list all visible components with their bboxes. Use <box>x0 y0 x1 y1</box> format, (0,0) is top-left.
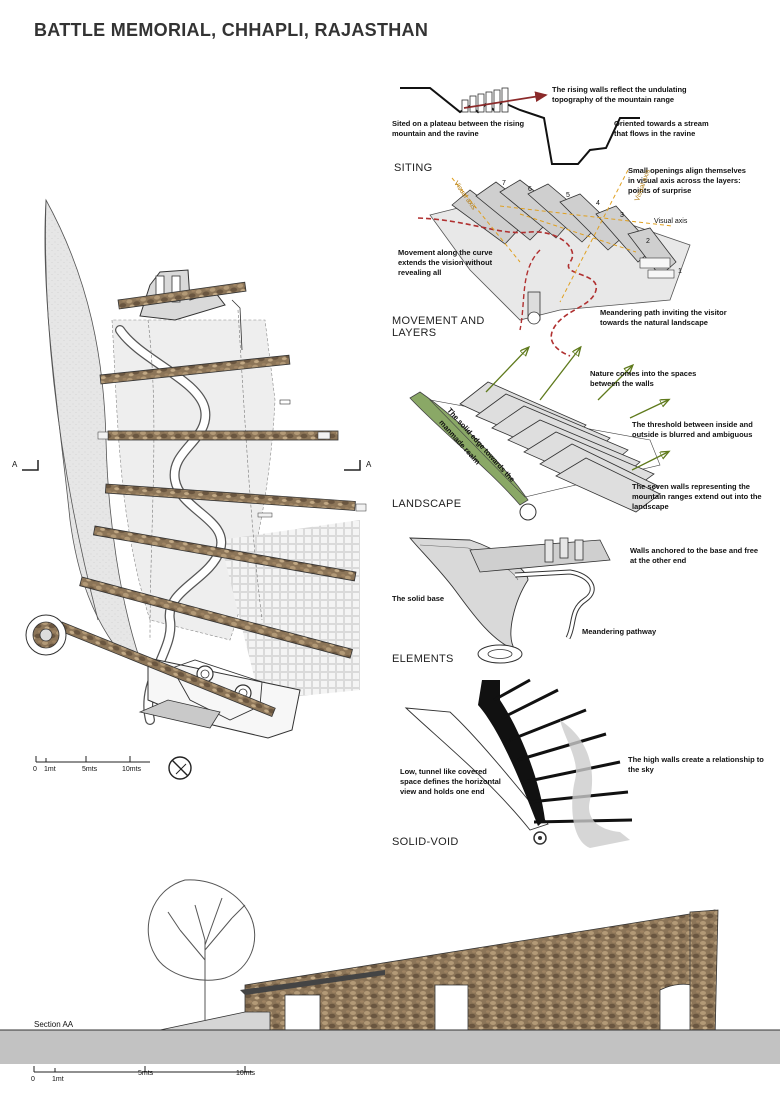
ann-meander-path-2: towards the natural landscape <box>600 318 708 327</box>
section-aa <box>0 879 780 1064</box>
ann-movement-curve-3: revealing all <box>398 268 442 277</box>
ann-small-openings-3: points of surprise <box>628 186 692 195</box>
layer-number-7: 7 <box>502 180 506 187</box>
section-scale-ten: 10mts <box>236 1070 256 1077</box>
section-marker-left <box>22 460 39 471</box>
plan-scale-bar <box>35 756 150 763</box>
section-marker-right-label: A <box>366 460 372 469</box>
section-aa-label: Section AA <box>34 1020 74 1029</box>
layer-number-4: 4 <box>596 200 600 207</box>
visual-axis-label-3: Visual axis <box>654 218 688 225</box>
section-scale-bar <box>33 1066 252 1073</box>
site-plan <box>25 198 367 739</box>
heading-landscape: LANDSCAPE <box>392 498 462 510</box>
ann-high-walls-2: the sky <box>628 765 654 774</box>
ann-meander-path-1: Meandering path inviting the visitor <box>600 308 727 317</box>
solid-void-diagram <box>404 678 633 848</box>
heading-elements: ELEMENTS <box>392 653 454 665</box>
section-marker-left-label: A <box>12 460 18 469</box>
ann-threshold-2: outside is blurred and ambiguous <box>632 430 753 439</box>
ann-movement-curve-2: extends the vision without <box>398 258 493 267</box>
layer-number-1: 1 <box>678 268 682 275</box>
layer-number-5: 5 <box>566 192 570 199</box>
ann-anchored-2: at the other end <box>630 556 687 565</box>
heading-siting: SITING <box>394 162 433 174</box>
ann-small-openings-1: Small openings align themselves <box>628 166 746 175</box>
layer-number-2: 2 <box>646 238 650 245</box>
ann-oriented-1: Oriented towards a stream <box>614 119 709 128</box>
section-marker-right <box>344 460 361 471</box>
ann-oriented-2: that flows in the ravine <box>614 129 696 138</box>
ann-tunnel-3: view and holds one end <box>400 787 485 796</box>
ann-seven-walls-1: The seven walls representing the <box>632 482 750 491</box>
plan-scale-ten: 10mts <box>122 766 142 773</box>
ann-nature-2: between the walls <box>590 379 654 388</box>
north-icon <box>168 756 192 780</box>
plan-scale-five: 5mts <box>82 766 98 773</box>
heading-movement-2: LAYERS <box>392 327 437 339</box>
section-scale-five: 5mts <box>138 1070 154 1077</box>
heading-movement-1: MOVEMENT AND <box>392 315 485 327</box>
ann-sited-2: mountain and the ravine <box>392 129 479 138</box>
layer-number-6: 6 <box>528 186 532 193</box>
section-scale-zero: 0 <box>31 1076 35 1083</box>
ann-high-walls-1: The high walls create a relationship to <box>628 755 764 764</box>
ann-anchored-1: Walls anchored to the base and free <box>630 546 759 555</box>
ann-nature-1: Nature comes into the spaces <box>590 369 697 378</box>
ann-movement-curve-1: Movement along the curve <box>398 248 493 257</box>
ann-seven-walls-3: landscape <box>632 502 669 511</box>
ann-meander-pathway: Meandering pathway <box>582 627 657 636</box>
layer-number-3: 3 <box>620 212 624 219</box>
plan-scale-one: 1mt <box>44 766 56 773</box>
siting-diagram <box>400 87 640 165</box>
ann-rising-walls-1: The rising walls reflect the undulating <box>552 85 687 94</box>
ann-small-openings-2: in visual axis across the layers: <box>628 176 741 185</box>
movement-layers-diagram <box>417 169 691 357</box>
elements-diagram <box>409 537 611 664</box>
landscape-diagram <box>409 348 668 521</box>
page-title: BATTLE MEMORIAL, CHHAPLI, RAJASTHAN <box>34 20 429 40</box>
ann-tunnel-1: Low, tunnel like covered <box>400 767 487 776</box>
ann-sited-1: Sited on a plateau between the rising <box>392 119 525 128</box>
ann-seven-walls-2: mountain ranges extend out into the <box>632 492 762 501</box>
heading-solid-void: SOLID-VOID <box>392 836 459 848</box>
plan-scale-zero: 0 <box>33 766 37 773</box>
ann-tunnel-2: space defines the horizontal <box>400 777 501 786</box>
tree-icon <box>147 879 256 1020</box>
ann-rising-walls-2: topography of the mountain range <box>552 95 675 104</box>
ann-threshold-1: The threshold between inside and <box>632 420 753 429</box>
section-scale-one: 1mt <box>52 1076 64 1083</box>
ann-solid-base: The solid base <box>392 594 445 603</box>
